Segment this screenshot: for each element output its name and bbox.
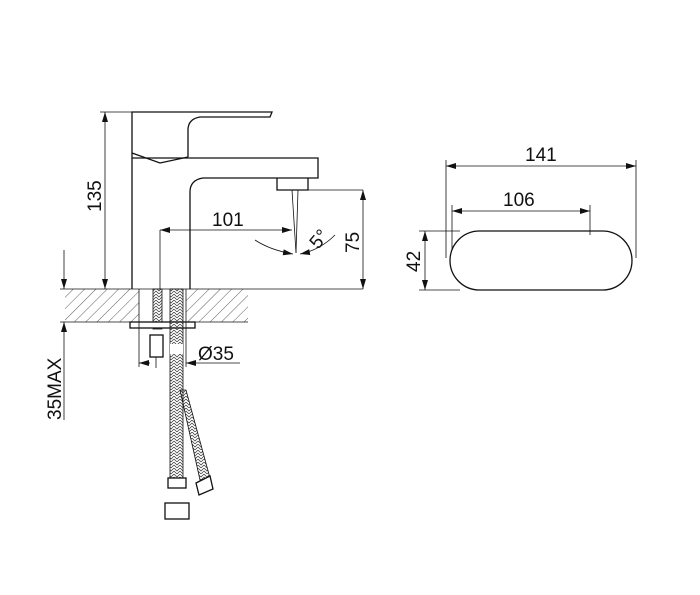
- faucet-side-view: [131, 111, 363, 289]
- plan-width-label: 42: [404, 251, 425, 272]
- dimension-reach: 101: [159, 210, 292, 289]
- dimension-hole: Ø35: [138, 322, 240, 367]
- height-label: 135: [85, 180, 106, 212]
- faucet-plan-view: 141 106 42: [404, 145, 637, 291]
- reach-label: 101: [212, 210, 244, 231]
- plan-length-label: 141: [525, 145, 557, 166]
- angle-label: 5°: [306, 226, 334, 253]
- dimension-countertop: 35MAX: [45, 250, 67, 420]
- dimension-height: 135: [85, 111, 132, 289]
- spout-height-label: 75: [343, 232, 364, 253]
- countertop-section: [60, 288, 363, 323]
- mounting-assembly: [129, 288, 214, 520]
- countertop-label: 35MAX: [45, 357, 66, 420]
- dimension-spout-height: 75: [343, 190, 366, 289]
- hole-label: Ø35: [198, 344, 234, 365]
- plan-inner-label: 106: [503, 190, 535, 211]
